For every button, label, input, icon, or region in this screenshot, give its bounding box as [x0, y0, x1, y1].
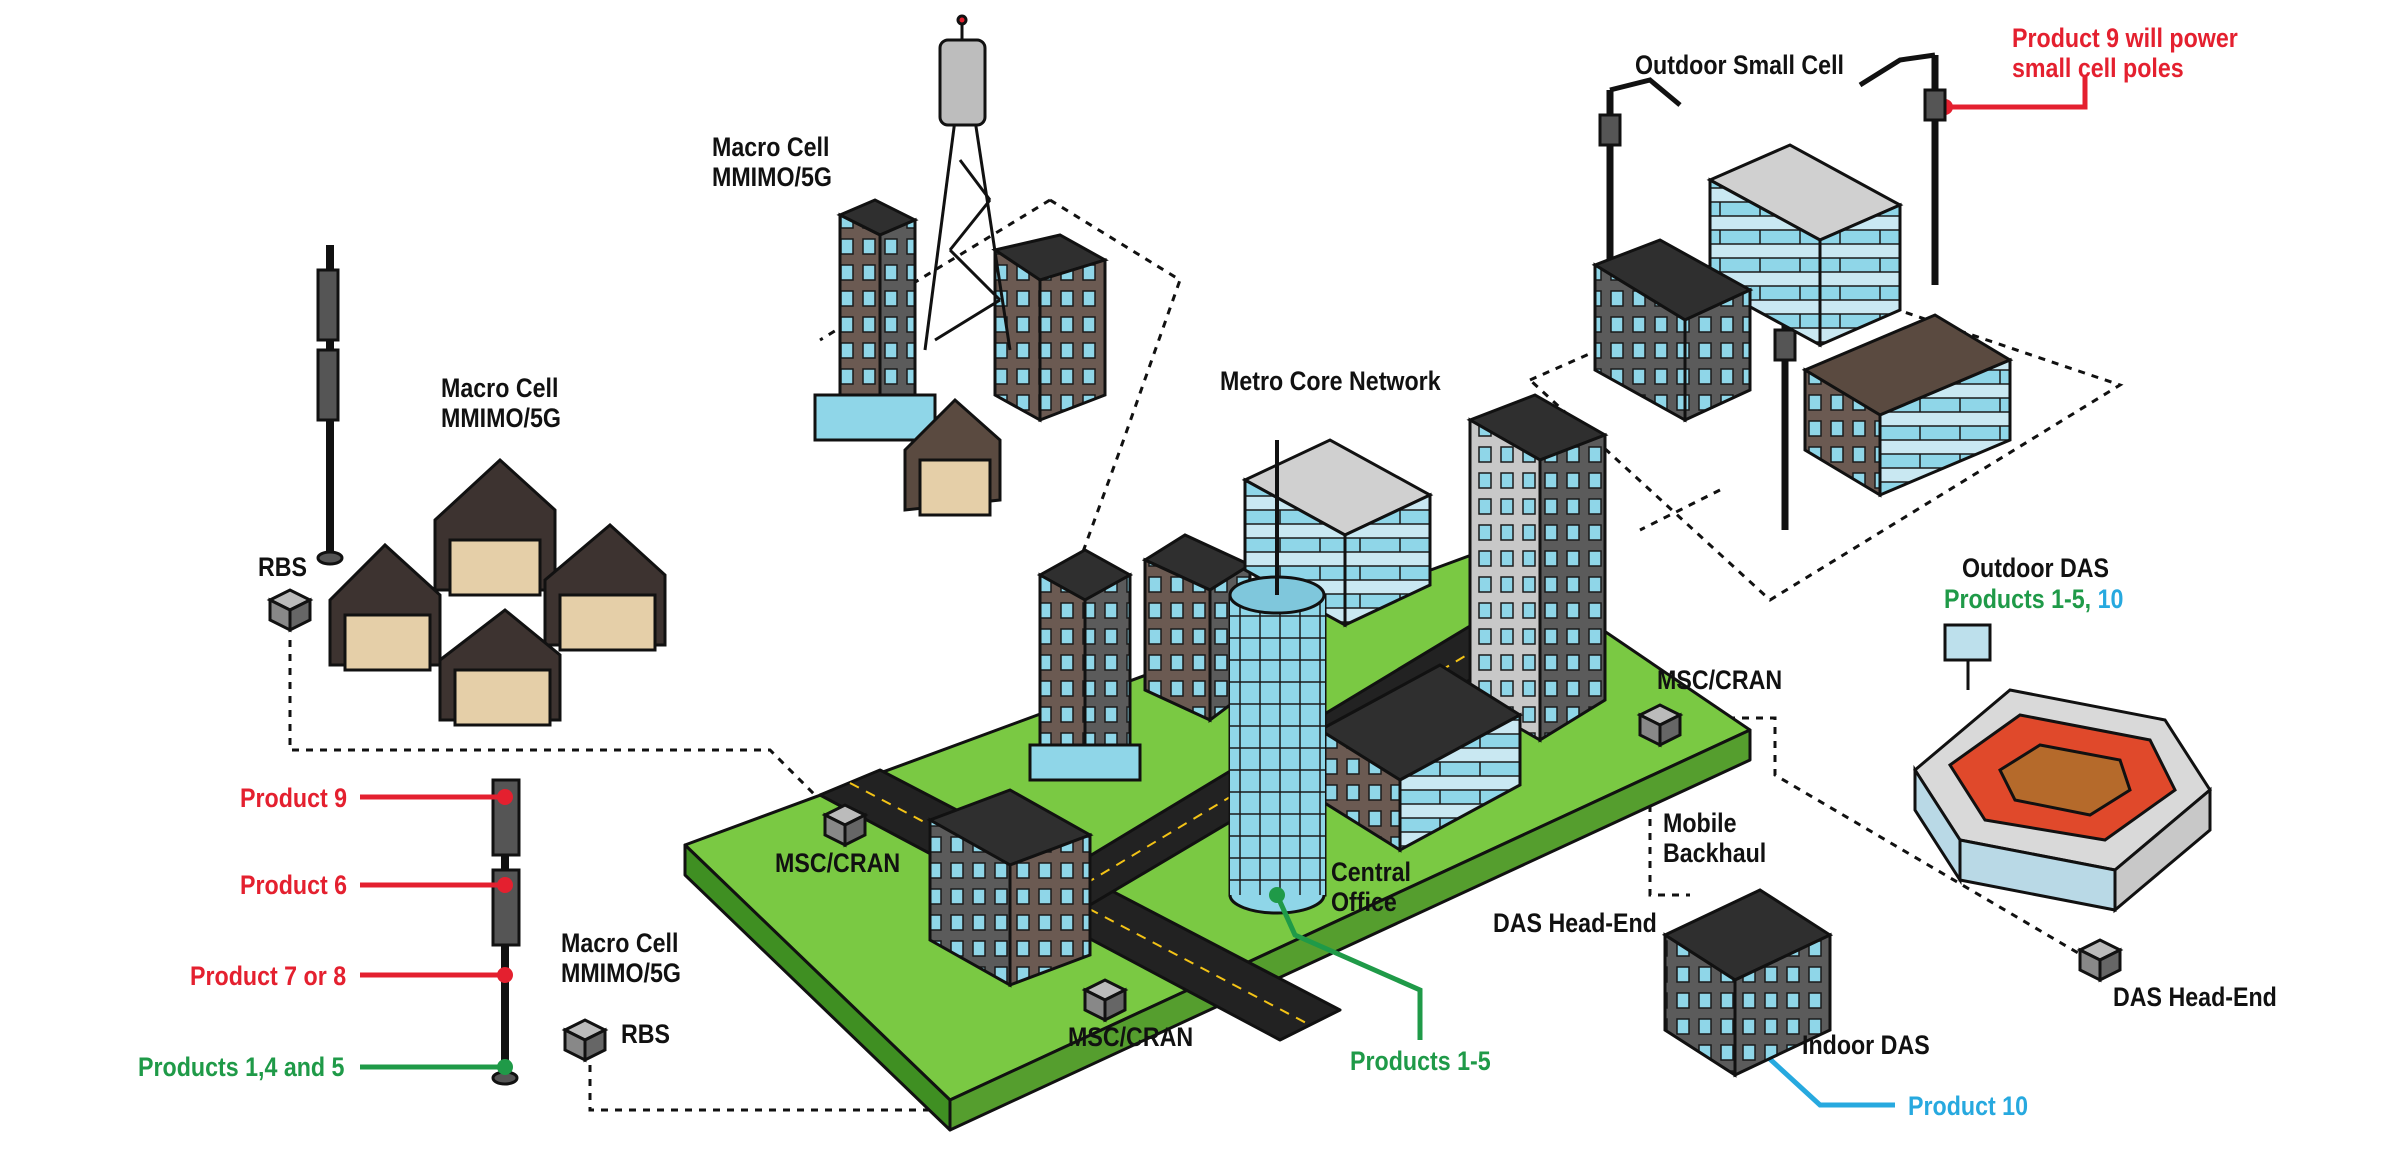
macro-cell-left-pole	[316, 245, 344, 566]
product9-pole-line2: small cell poles	[2012, 53, 2184, 83]
macro-cell-bottom-line1: Macro Cell	[561, 928, 679, 958]
das-headend-right-label: DAS Head-End	[2113, 982, 2277, 1012]
msc-right-box	[1636, 703, 1684, 748]
product-leaders	[360, 75, 2088, 1108]
link-small-cell-to-core	[1639, 488, 1721, 532]
macro-cell-top-line2: MMIMO/5G	[712, 162, 832, 192]
rbs-top-label: RBS	[258, 552, 308, 582]
das-headend-right-box	[2076, 938, 2124, 983]
link-macro-top-to-core	[1049, 198, 1182, 561]
central-office-line1: Central	[1331, 857, 1412, 887]
outdoor-das-label: Outdoor DAS	[1962, 553, 2110, 583]
product10-label: Product 10	[1908, 1091, 2029, 1121]
rbs-top-box	[266, 588, 314, 633]
houses-left	[328, 457, 667, 727]
metro-core-label: Metro Core Network	[1220, 366, 1441, 396]
product9-pole-line1: Product 9 will power	[2012, 23, 2238, 53]
rbs-bottom-box	[561, 1018, 609, 1063]
indoor-das-label: Indoor DAS	[1802, 1030, 1930, 1060]
products145-label: Products 1,4 and 5	[138, 1052, 345, 1082]
outdoor-small-cell-label: Outdoor Small Cell	[1635, 50, 1845, 80]
indoor-das-building	[1661, 888, 1834, 1078]
link-msc-right-to-das	[1648, 735, 1690, 897]
building-gray-tower	[1466, 393, 1609, 743]
das-headend-mid-label: DAS Head-End	[1493, 908, 1657, 938]
macro-cell-left-label: Macro Cell MMIMO/5G	[441, 373, 561, 433]
central-office-label: Central Office	[1331, 857, 1411, 917]
outdoor-das-products-blue: 10	[2097, 584, 2124, 614]
central-office-tower	[1228, 440, 1327, 915]
link-rbs-top-to-msc	[288, 640, 852, 832]
stadium	[1913, 623, 2212, 914]
msc-right-label: MSC/CRAN	[1657, 665, 1783, 695]
building-brown-right	[1317, 663, 1523, 853]
product9-label: Product 9	[240, 783, 348, 813]
msc-boxes	[821, 703, 2124, 1023]
macro-cell-left-line2: MMIMO/5G	[441, 403, 561, 433]
outdoor-das-products: Products 1-5, 10	[1944, 584, 2123, 614]
mobile-backhaul-line1: Mobile	[1663, 808, 1737, 838]
building-tall-left	[1028, 548, 1142, 782]
msc-bottom-box	[1081, 978, 1129, 1023]
product9-pole-label: Product 9 will power small cell poles	[2012, 23, 2238, 83]
macro-cell-bottom-label: Macro Cell MMIMO/5G	[561, 928, 681, 988]
rbs-bottom-label: RBS	[621, 1019, 671, 1049]
macro-cell-bottom-line2: MMIMO/5G	[561, 958, 681, 988]
mobile-backhaul-label: Mobile Backhaul	[1663, 808, 1766, 868]
building-front-gray	[926, 788, 1094, 988]
building-glass-low	[1241, 438, 1434, 628]
products15-label: Products 1-5	[1350, 1046, 1491, 1076]
macro-cell-top-cluster	[813, 14, 1109, 517]
macro-cell-left-line1: Macro Cell	[441, 373, 559, 403]
product6-label: Product 6	[240, 870, 348, 900]
macro-cell-top-label: Macro Cell MMIMO/5G	[712, 132, 832, 192]
outdoor-das-products-green: Products 1-5,	[1944, 584, 2092, 614]
msc-bottom-label: MSC/CRAN	[1068, 1022, 1194, 1052]
msc-left-label: MSC/CRAN	[775, 848, 901, 878]
central-office-line2: Office	[1331, 887, 1397, 917]
mobile-backhaul-line2: Backhaul	[1663, 838, 1767, 868]
macro-cell-top-line1: Macro Cell	[712, 132, 830, 162]
product-pole-bottom	[491, 778, 521, 1086]
product78-label: Product 7 or 8	[190, 961, 347, 991]
msc-left-box	[821, 803, 869, 848]
outdoor-small-cell-cluster	[1591, 52, 2014, 530]
link-msc-right-to-outdoor	[1700, 716, 2091, 962]
